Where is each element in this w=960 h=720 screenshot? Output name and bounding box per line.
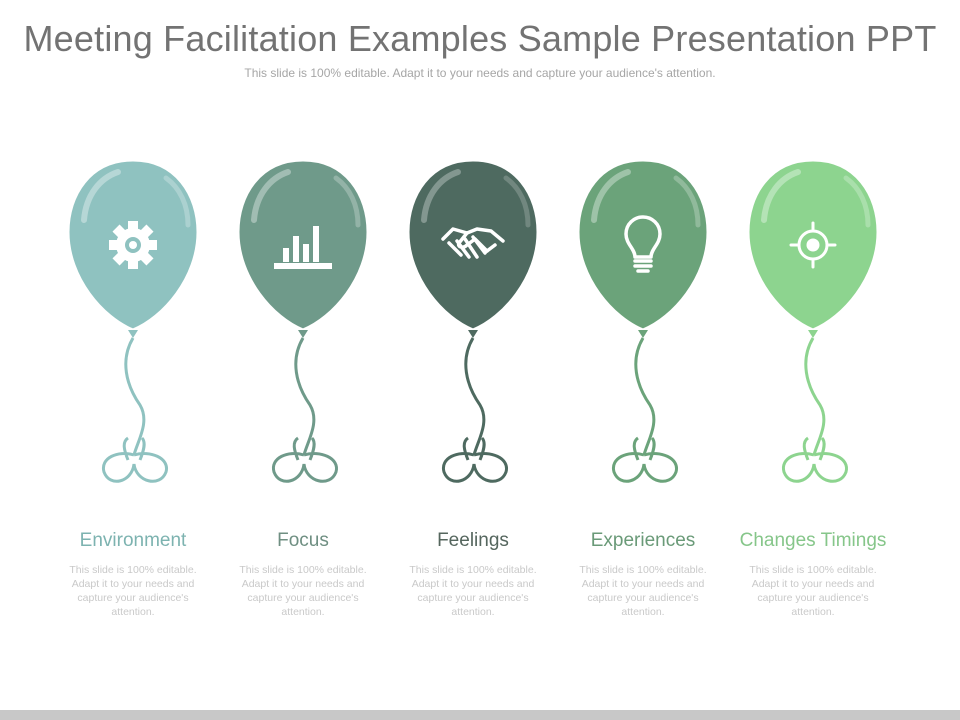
balloon-graphic — [406, 158, 540, 483]
balloon-knot — [298, 330, 308, 338]
balloon-graphic — [746, 158, 880, 483]
balloon-knot — [808, 330, 818, 338]
balloon-knot — [638, 330, 648, 338]
balloon-item-environment: Environment This slide is 100% editable.… — [48, 150, 218, 630]
balloon-item-feelings: Feelings This slide is 100% editable. Ad… — [388, 150, 558, 630]
handshake-icon — [441, 227, 505, 259]
balloon-body — [406, 158, 540, 332]
balloon-item-focus: Focus This slide is 100% editable. Adapt… — [218, 150, 388, 630]
bar-chart-icon — [274, 226, 332, 269]
balloon-label: Focus — [277, 530, 329, 551]
balloon-string — [294, 337, 316, 456]
balloon-knot — [128, 330, 138, 338]
balloon-ribbon-bow — [781, 436, 848, 483]
balloon-string — [634, 337, 656, 456]
balloon-string — [464, 337, 486, 456]
balloon-ribbon-bow — [101, 436, 168, 483]
balloon-ribbon-bow — [271, 436, 338, 483]
balloon-string — [124, 337, 146, 456]
balloon-label: Changes Timings — [739, 530, 887, 551]
balloon-description: This slide is 100% editable. Adapt it to… — [409, 564, 537, 618]
bottom-bar — [0, 710, 960, 720]
balloon-graphic — [236, 158, 370, 483]
balloon-knot — [468, 330, 478, 338]
slide-title: Meeting Facilitation Examples Sample Pre… — [23, 18, 937, 59]
slide-subtitle: This slide is 100% editable. Adapt it to… — [244, 66, 716, 80]
balloon-description: This slide is 100% editable. Adapt it to… — [749, 564, 877, 618]
balloon-description: This slide is 100% editable. Adapt it to… — [239, 564, 367, 618]
balloon-label: Feelings — [437, 530, 509, 551]
balloon-label: Experiences — [590, 530, 696, 551]
target-icon — [789, 221, 837, 269]
balloon-description: This slide is 100% editable. Adapt it to… — [579, 564, 707, 618]
balloon-graphic — [576, 158, 710, 483]
balloon-ribbon-bow — [441, 436, 508, 483]
balloon-body — [576, 158, 710, 332]
balloon-label: Environment — [79, 530, 187, 551]
balloon-description: This slide is 100% editable. Adapt it to… — [69, 564, 197, 618]
balloon-string — [804, 337, 826, 456]
lightbulb-icon — [624, 215, 662, 273]
balloon-item-experiences: Experiences This slide is 100% editable.… — [558, 150, 728, 630]
balloon-graphic — [66, 158, 200, 483]
balloon-item-changes-timings: Changes Timings This slide is 100% edita… — [728, 150, 898, 630]
gear-icon — [109, 221, 157, 269]
balloon-ribbon-bow — [611, 436, 678, 483]
